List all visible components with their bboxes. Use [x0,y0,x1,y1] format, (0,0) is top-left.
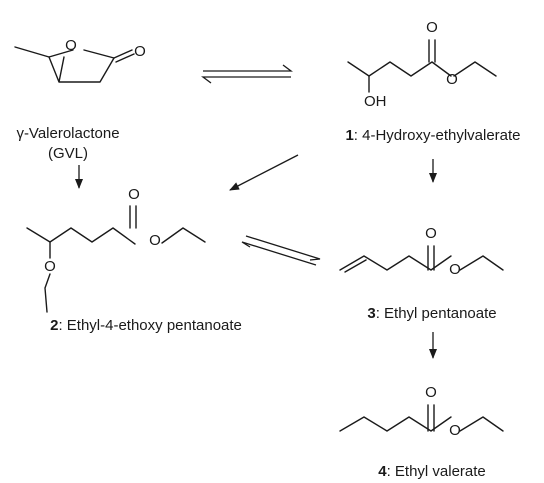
compound-2-ether-oxygen: O [44,258,56,275]
compound-2-structure: O O O [26,186,206,313]
gvl-carbonyl-oxygen: O [134,43,146,60]
arrow-1-to-2 [229,154,299,191]
compound-4-structure: O O [339,384,504,439]
gvl-ring-bonds [48,49,115,83]
compound-1-hydroxyl: OH [364,93,387,110]
compound-3-chain [339,255,504,271]
compound-4-ester-oxygen: O [449,422,461,439]
compound-4-label: 4: Ethyl valerate [378,463,486,480]
compound-1-chain [347,61,497,77]
gvl-structure: O O [14,37,146,83]
compound-4-carbonyl [427,404,435,432]
equilibrium-arrow-2-3 [241,235,321,266]
compound-3-carbonyl [427,245,435,271]
compound-2-number: 2 [50,317,58,334]
compound-3-ester-oxygen: O [449,261,461,278]
compound-3-alkene [344,259,367,273]
gvl-methyl-bond [14,46,50,58]
compound-1-ester-oxygen: O [446,71,458,88]
compound-2-chain [26,227,206,245]
compound-1-number: 1 [345,127,353,144]
compound-2-carbonyl [129,205,137,229]
compound-2-label: 2: Ethyl-4-ethoxy pentanoate [50,317,242,334]
compound-3-name: : Ethyl pentanoate [376,305,497,322]
compound-1-name: : 4-Hydroxy-ethylvalerate [354,127,521,144]
gvl-name: γ-Valerolactone [16,125,119,142]
compound-3-number: 3 [367,305,375,322]
compound-2-name: : Ethyl-4-ethoxy pentanoate [58,317,241,334]
compound-3-structure: O O [339,225,504,278]
compound-1-carbonyl [428,39,436,63]
compound-4-carbonyl-oxygen: O [425,384,437,401]
compound-3-label: 3: Ethyl pentanoate [367,305,496,322]
compound-1-structure: O O OH [347,19,497,110]
compound-1-label: 1: 4-Hydroxy-ethylvalerate [345,127,520,144]
gvl-abbreviation: (GVL) [48,145,88,162]
equilibrium-arrow-gvl-1 [201,64,293,84]
compound-3-carbonyl-oxygen: O [425,225,437,242]
compound-4-name: : Ethyl valerate [387,463,486,480]
gvl-ring-oxygen: O [65,37,77,54]
compound-2-ethoxy [44,241,51,313]
compound-4-chain [339,416,504,432]
compound-2-carbonyl-oxygen: O [128,186,140,203]
compound-1-carbonyl-oxygen: O [426,19,438,36]
compound-2-ester-oxygen: O [149,232,161,249]
compound-4-number: 4 [378,463,387,480]
gvl-carbonyl-bond [113,49,135,63]
